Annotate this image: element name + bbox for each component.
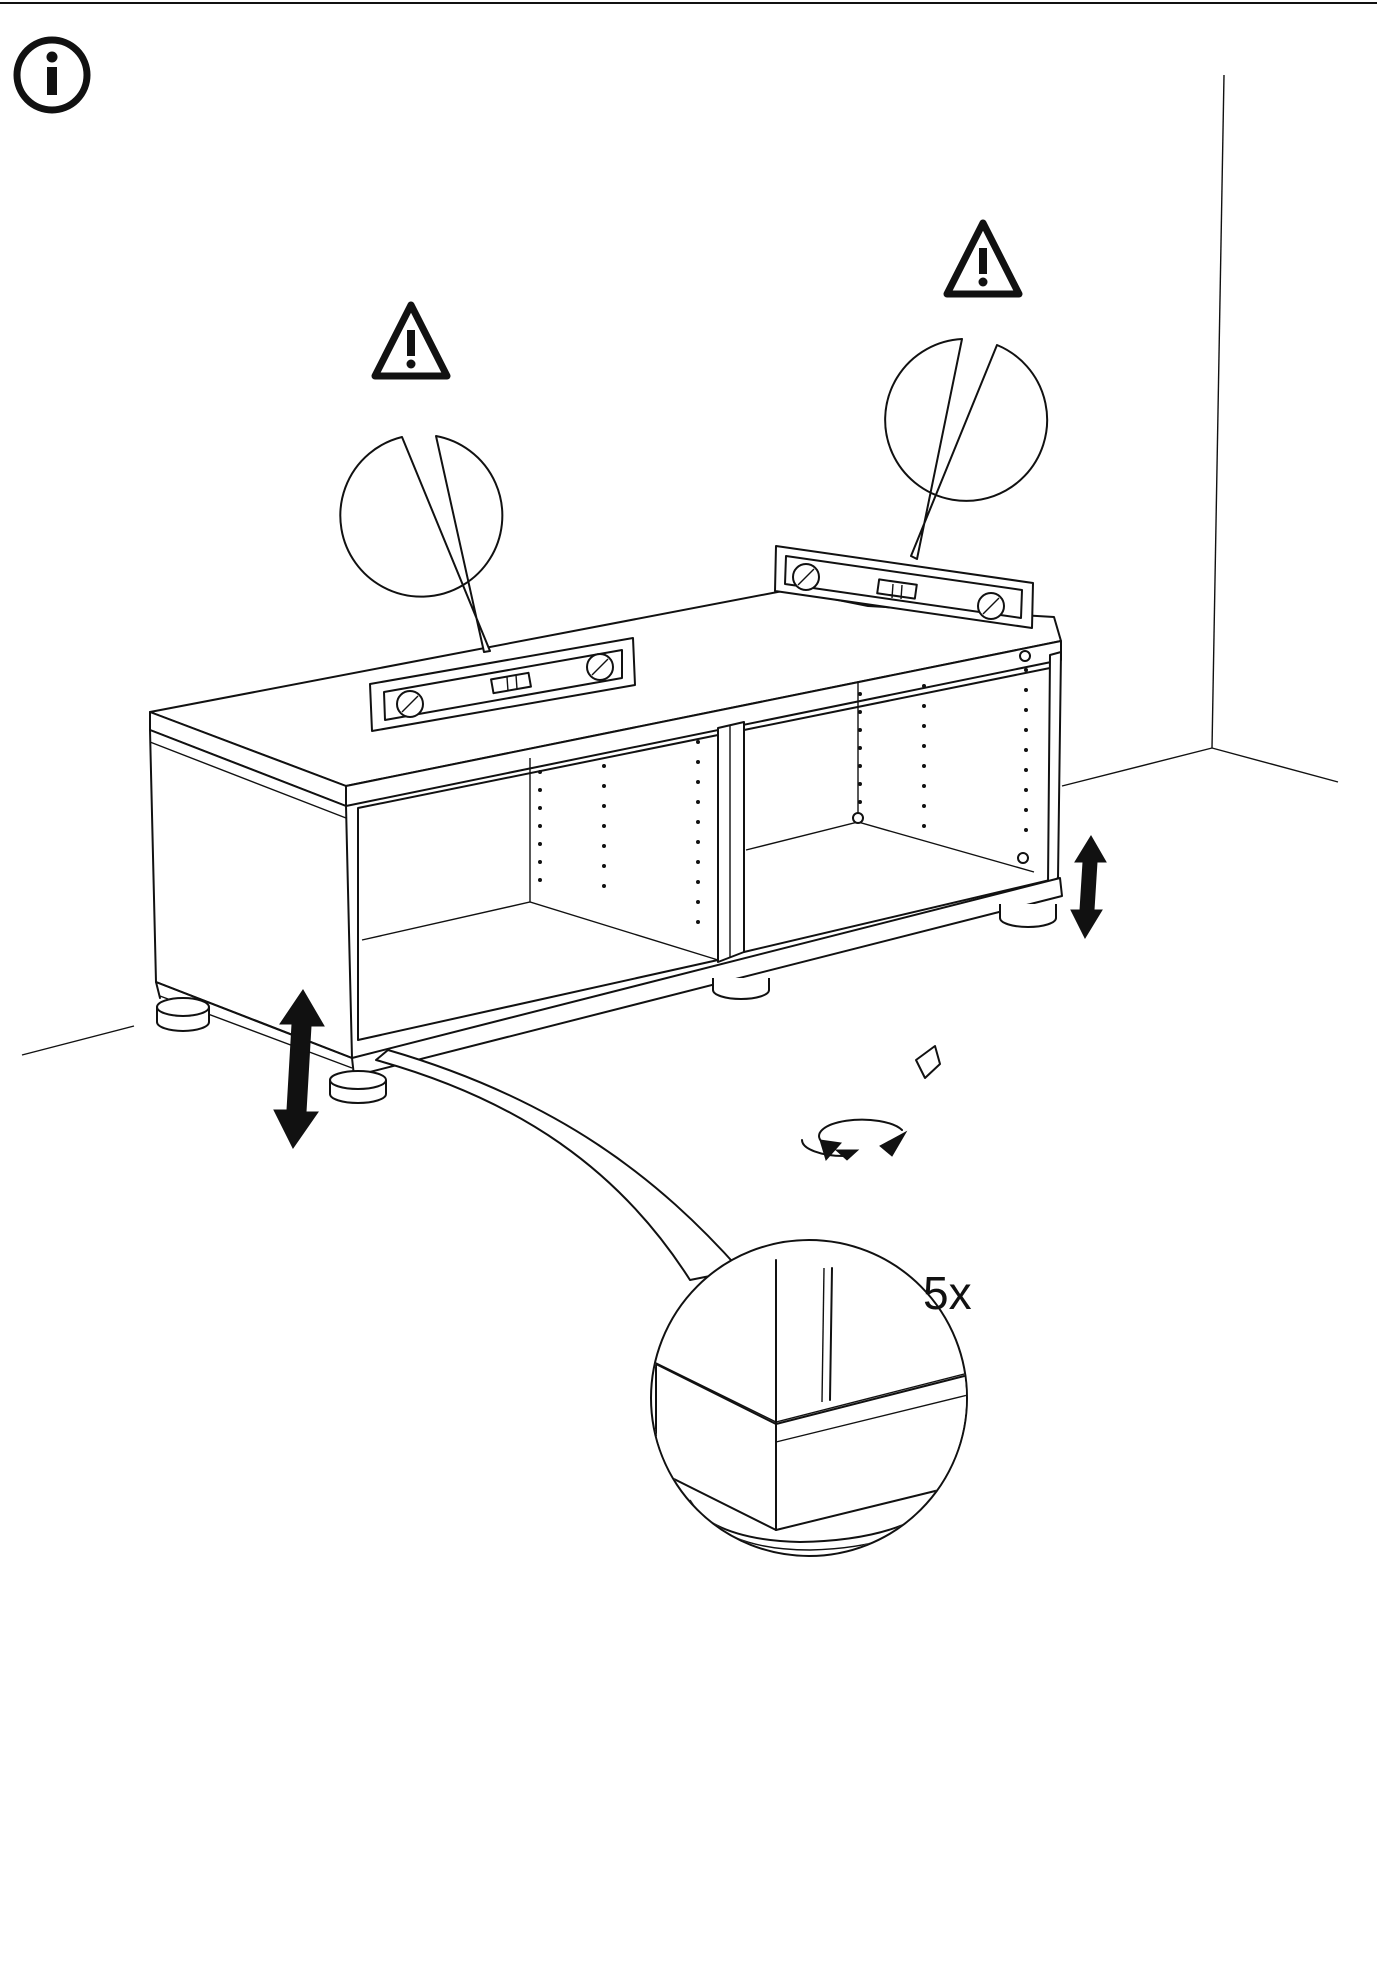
rotate-icon — [801, 1118, 908, 1162]
up-down-arrow-icon — [1070, 835, 1107, 940]
warning-callout — [339, 301, 504, 653]
up-down-arrow-icon — [273, 989, 325, 1149]
warning-icon — [943, 219, 1023, 298]
zoom-detail — [650, 1239, 968, 1557]
shelf-holes — [538, 668, 1028, 924]
warning-callout — [884, 219, 1049, 560]
spirit-level-icon — [774, 545, 1034, 629]
room-lines — [21, 74, 1339, 1056]
info-icon — [13, 36, 91, 114]
spirit-level-icon — [369, 637, 636, 732]
tv-bench-cabinet — [149, 589, 1063, 1077]
quantity-label: 5x — [923, 1267, 972, 1319]
cabinet-feet — [156, 904, 1057, 1104]
cabinet-plinth — [351, 877, 1063, 1077]
warning-icon — [371, 301, 451, 380]
middle-divider — [717, 721, 745, 963]
zoom-connector — [375, 1049, 741, 1281]
